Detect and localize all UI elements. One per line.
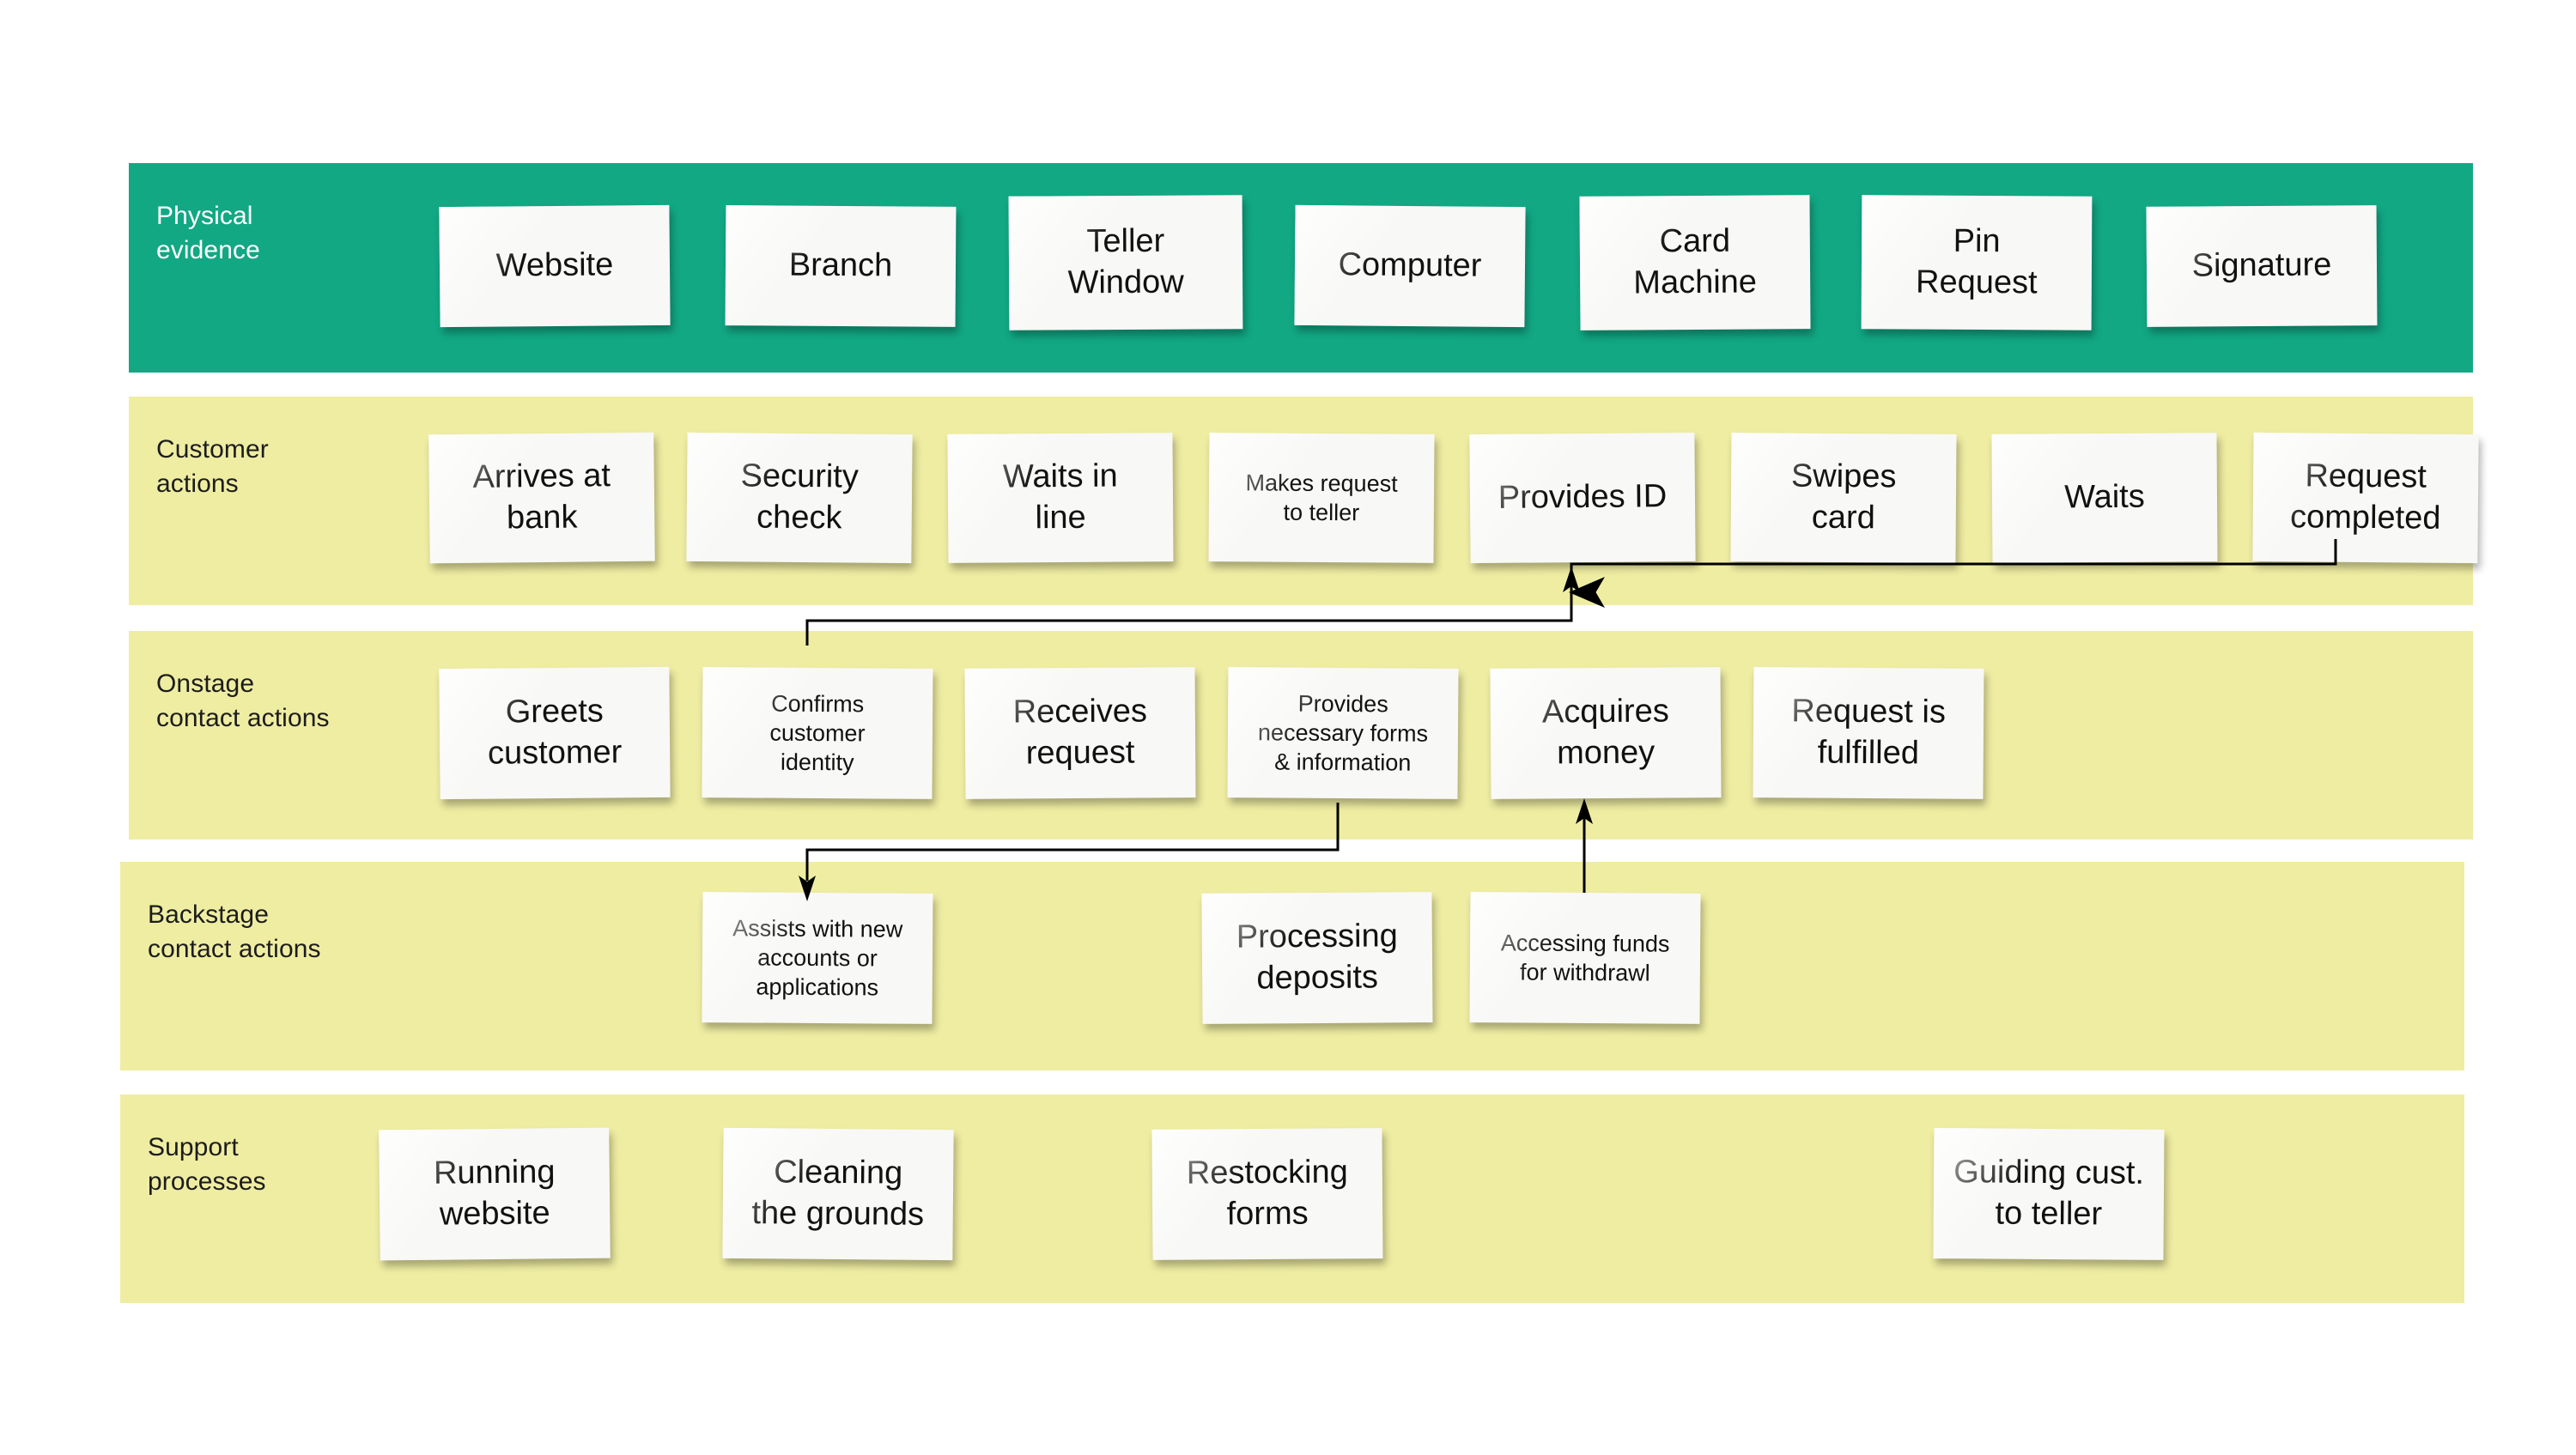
card-label: Provides ID (1498, 478, 1668, 516)
card-signature[interactable]: Signature (2146, 205, 2378, 327)
card-confirms-customer-identity[interactable]: Confirms customer identity (702, 667, 933, 799)
card-label: Request completed (2289, 458, 2441, 537)
card-label: Website (495, 246, 614, 284)
card-pin-request[interactable]: Pin Request (1861, 195, 2093, 330)
card-arrives-at-bank[interactable]: Arrives at bank (428, 432, 655, 564)
card-provides-necessary-forms[interactable]: Provides necessary forms & information (1227, 667, 1459, 799)
card-restocking-forms[interactable]: Restocking forms (1151, 1128, 1383, 1260)
card-label: Assists with new accounts or application… (732, 915, 903, 1001)
card-label: Makes request to teller (1245, 470, 1398, 526)
row-label-support-processes: Support processes (148, 1133, 266, 1196)
card-waits-in-line[interactable]: Waits in line (947, 433, 1174, 563)
card-label: Branch (788, 246, 893, 284)
card-label: Computer (1338, 246, 1482, 284)
card-request-is-fulfilled[interactable]: Request is fulfilled (1753, 667, 1984, 799)
card-label: Provides necessary forms & information (1257, 690, 1429, 776)
card-computer[interactable]: Computer (1294, 204, 1526, 328)
row-label-backstage-contact-actions: Backstage contact actions (148, 900, 321, 963)
card-label: Accessing funds for withdrawl (1500, 930, 1670, 986)
card-label: Waits (2064, 478, 2145, 516)
card-teller-window[interactable]: Teller Window (1008, 195, 1243, 330)
card-label: Waits in line (1002, 458, 1118, 537)
card-label: Swipes card (1790, 458, 1897, 537)
card-swipes-card[interactable]: Swipes card (1730, 433, 1957, 563)
card-label: Arrives at bank (472, 458, 611, 537)
card-makes-request-to-teller[interactable]: Makes request to teller (1208, 433, 1435, 563)
row-label-physical-evidence: Physical evidence (156, 202, 260, 264)
card-website[interactable]: Website (439, 204, 671, 328)
card-label: Greets customer (487, 693, 623, 772)
card-request-completed[interactable]: Request completed (2252, 432, 2479, 564)
row-label-onstage-contact-actions: Onstage contact actions (156, 670, 330, 732)
card-running-website[interactable]: Running website (379, 1127, 611, 1261)
card-branch[interactable]: Branch (725, 205, 957, 327)
card-label: Guiding cust. to teller (1953, 1154, 2145, 1233)
card-acquires-money[interactable]: Acquires money (1490, 667, 1722, 799)
card-greets-customer[interactable]: Greets customer (439, 666, 671, 800)
card-label: Restocking forms (1186, 1154, 1348, 1233)
card-accessing-funds-withdrawl[interactable]: Accessing funds for withdrawl (1469, 892, 1701, 1024)
card-label: Running website (433, 1154, 556, 1233)
card-label: Cleaning the grounds (751, 1154, 925, 1233)
card-label: Request is fulfilled (1791, 693, 1947, 772)
card-label: Pin Request (1915, 222, 2038, 301)
card-label: Card Machine (1633, 222, 1758, 301)
card-label: Teller Window (1067, 222, 1184, 301)
card-card-machine[interactable]: Card Machine (1579, 195, 1811, 330)
card-processing-deposits[interactable]: Processing deposits (1201, 892, 1433, 1024)
card-label: Signature (2191, 246, 2332, 284)
card-label: Processing deposits (1236, 918, 1398, 997)
card-waits[interactable]: Waits (1991, 433, 2218, 563)
card-label: Confirms customer identity (769, 690, 866, 776)
card-provides-id[interactable]: Provides ID (1469, 432, 1696, 564)
card-label: Acquires money (1541, 693, 1669, 772)
card-security-check[interactable]: Security check (686, 432, 913, 564)
card-label: Receives request (1012, 693, 1148, 772)
card-guiding-cust-to-teller[interactable]: Guiding cust. to teller (1933, 1128, 2165, 1260)
card-receives-request[interactable]: Receives request (964, 667, 1196, 799)
row-label-customer-actions: Customer actions (156, 435, 269, 498)
card-label: Security check (740, 458, 860, 537)
card-assists-with-new-accounts[interactable]: Assists with new accounts or application… (702, 892, 933, 1024)
card-cleaning-the-grounds[interactable]: Cleaning the grounds (722, 1127, 954, 1261)
